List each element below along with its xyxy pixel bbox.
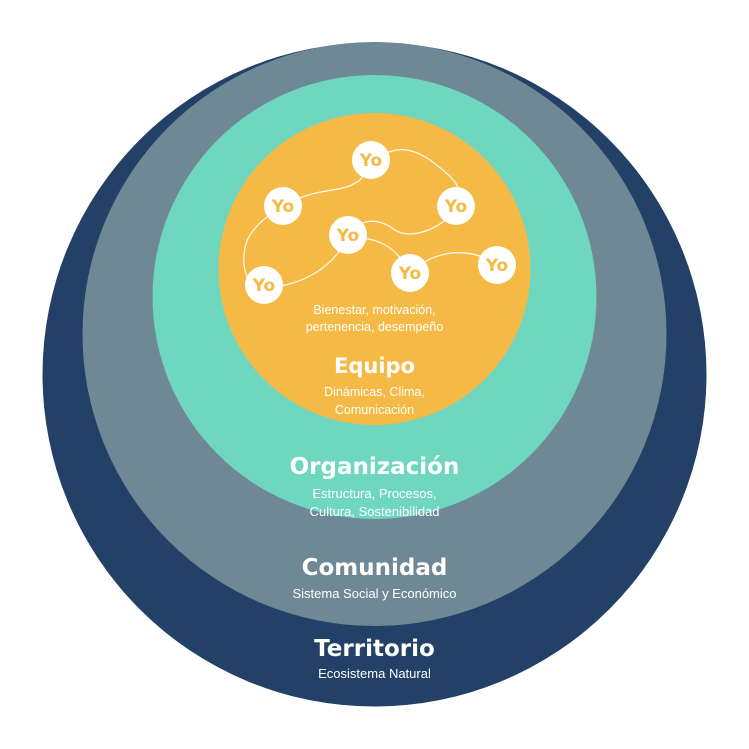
yo-label: Yo — [252, 276, 275, 296]
yo-label: Yo — [359, 151, 382, 171]
comunidad-subtitle: Sistema Social y Económico — [292, 586, 456, 601]
yo-label: Yo — [271, 197, 294, 217]
organizacion-title: Organización — [290, 454, 460, 480]
yo-label: Yo — [398, 264, 421, 284]
equipo-subtitle-line1: Dinámicas, Clima, — [324, 385, 425, 399]
equipo-subtitle-line2: Comunicación — [335, 403, 414, 417]
yo-node: Yo — [478, 246, 516, 284]
yo-node: Yo — [391, 254, 429, 292]
comunidad-title: Comunidad — [302, 555, 448, 581]
organizacion-subtitle-line1: Estructura, Procesos, — [312, 486, 436, 501]
yo-node: Yo — [352, 141, 390, 179]
territorio-title: Territorio — [314, 636, 435, 662]
yo-node: Yo — [329, 216, 367, 254]
yo-label: Yo — [485, 256, 508, 276]
yo-label: Yo — [444, 197, 467, 217]
territorio-subtitle: Ecosistema Natural — [318, 666, 431, 681]
equipo-wellbeing-line1: Bienestar, motivación, — [313, 303, 435, 317]
yo-node: Yo — [437, 187, 475, 225]
yo-node: Yo — [264, 187, 302, 225]
equipo-wellbeing-line2: pertenencia, desempeño — [306, 320, 444, 334]
yo-label: Yo — [336, 226, 359, 246]
yo-node: Yo — [245, 266, 283, 304]
equipo-title: Equipo — [334, 354, 415, 378]
organizacion-subtitle-line2: Cultura, Sostenibilidad — [309, 504, 439, 519]
